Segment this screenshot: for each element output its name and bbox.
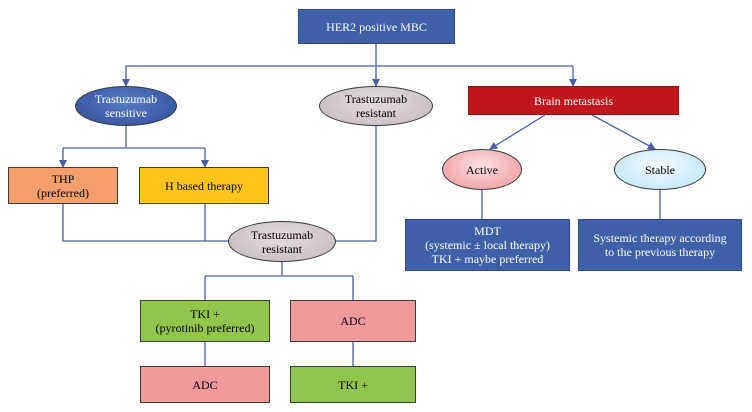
thp-preferred-box: THP (preferred): [8, 167, 118, 204]
tki-pyrotinib-box: TKI + (pyrotinib preferred): [140, 300, 270, 342]
trastuzumab-resistant-top-ellipse: Trastuzumab resistant: [319, 86, 433, 126]
trastuzumab-sensitive-ellipse: Trastuzumab sensitive: [75, 86, 177, 126]
her2-positive-mbc-box: HER2 positive MBC: [298, 9, 455, 44]
link-resistant-top-down: [336, 126, 377, 242]
tki-bottom-box: TKI +: [290, 366, 416, 403]
mdt-box: MDT (systemic ± local therapy) TKI + may…: [405, 219, 570, 271]
adc-top-box: ADC: [290, 300, 416, 342]
h-based-therapy-box: H based therapy: [139, 167, 269, 204]
active-ellipse: Active: [442, 149, 522, 190]
trastuzumab-resistant-mid-ellipse: Trastuzumab resistant: [228, 221, 336, 262]
brain-metastasis-box: Brain metastasis: [468, 86, 679, 115]
link-to-stable: [591, 114, 656, 150]
adc-bottom-box: ADC: [140, 366, 270, 403]
link-thp-down: [62, 204, 228, 242]
link-to-active: [489, 114, 546, 150]
stable-ellipse: Stable: [614, 149, 706, 190]
systemic-therapy-box: Systemic therapy according to the previo…: [578, 219, 742, 271]
